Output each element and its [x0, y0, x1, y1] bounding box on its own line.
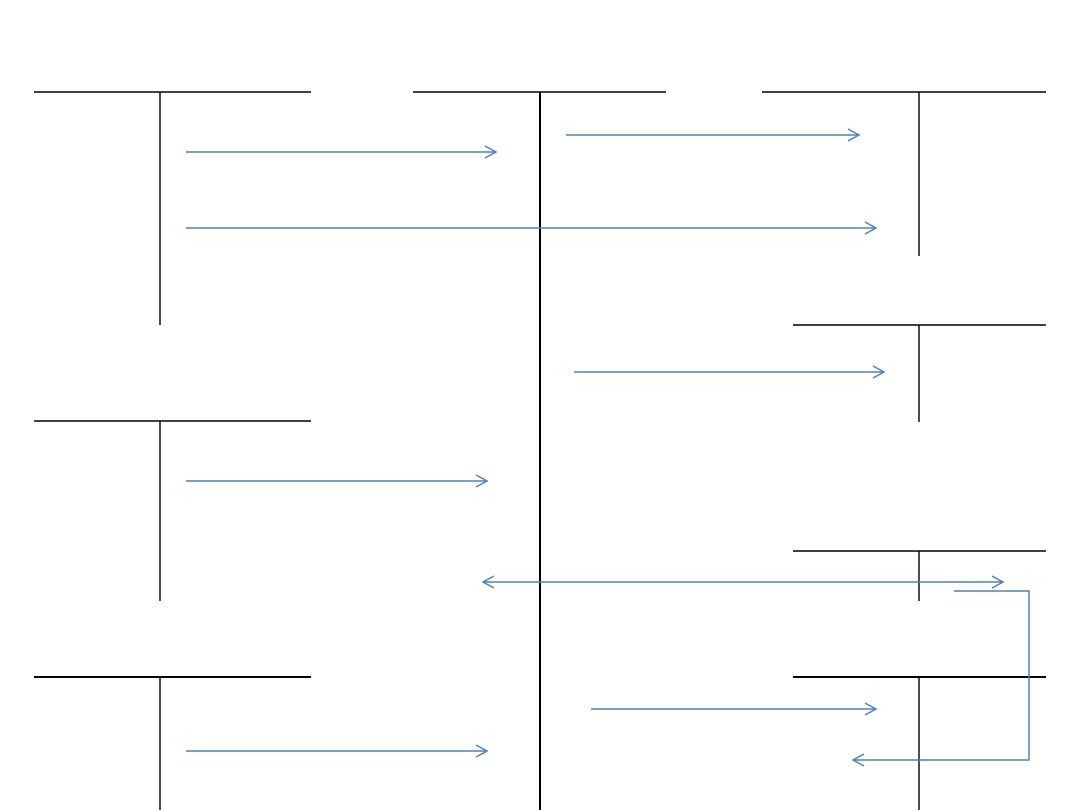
t-account-right-bottom — [793, 676, 1046, 810]
t-account-right-upper-middle — [793, 324, 1046, 422]
t-account-right-lower-middle — [793, 550, 1046, 601]
t-account-left-bottom — [34, 676, 311, 810]
t-account-left-middle — [34, 420, 311, 601]
flow-right-lower-middle-to-right-bottom-loop-arrow — [851, 590, 1030, 767]
t-account-center-main — [413, 91, 666, 810]
t-account-left-top — [34, 91, 311, 325]
t-account-right-top — [762, 91, 1046, 256]
